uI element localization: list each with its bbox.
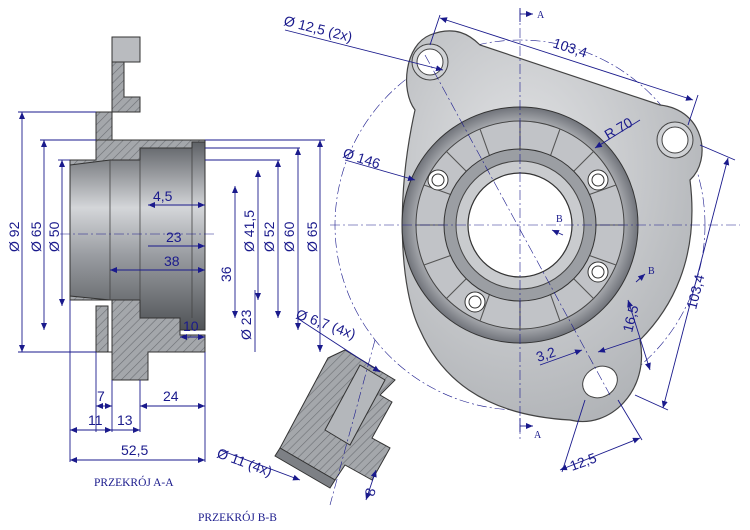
dim-len-13: 13 [117,412,133,428]
section-aa-flange-top [111,36,141,63]
dim-len-4-5: 4,5 [153,188,173,204]
dim-group-left-diameters [18,111,96,353]
leader-d146 [344,159,416,181]
dim-line-12-5 [559,437,641,471]
small-holes [427,169,609,313]
section-aa-bore-step [109,148,193,318]
section-bb-label: PRZEKRÓJ B-B [198,510,277,524]
leader-d12-5 [284,29,444,72]
dim-dia-41-5: Ø 41,5 [241,210,257,252]
dim-line-103-4-top [439,17,694,101]
dim-len-103-4-top: 103,4 [551,35,589,61]
dim-len-16-5: 16,5 [619,303,641,334]
ext-top-2 [687,94,699,126]
dim-dia-23: Ø 23 [238,309,254,340]
ext-right-1 [699,144,736,161]
dim-len-23: 23 [166,229,182,245]
dim-group-inner-lengths [110,202,205,340]
mounting-slot-bottom [582,365,618,399]
dim-len-10: 10 [183,318,199,334]
cut-a-bottom-label: A [534,430,542,441]
leader-d11 [219,449,301,481]
cut-b-left-label: B [556,214,563,225]
leader-r70 [594,119,641,149]
dim-line-3-2b [597,337,641,353]
section-bb-face [274,447,336,489]
dim-dia-52: Ø 52 [261,221,277,252]
dim-line-16-5 [627,299,651,371]
dim-line-8 [365,469,377,501]
dim-len-3-2: 3,2 [534,344,558,365]
dim-group-bottom-lengths [69,300,206,463]
dim-len-103-4-right: 103,4 [683,273,707,311]
dim-dia-65-left: Ø 65 [28,221,44,252]
cut-b-right-arrow [635,273,646,283]
cut-b-left-arrow [551,229,564,236]
ext-top-1 [429,14,441,46]
section-bb-centerline [329,339,376,506]
dim-line-3-2 [539,349,583,366]
dim-dia-50: Ø 50 [46,221,62,252]
section-aa-label: PRZEKRÓJ A-A [94,475,174,489]
dim-dia-12-5-2x: Ø 12,5 (2x) [282,12,354,44]
section-aa: Ø 92 Ø 65 Ø 50 Ø 41,5 Ø 52 Ø 60 Ø 65 36 … [6,36,325,489]
mounting-hole-right-bore [661,126,689,154]
dim-len-52-5: 52,5 [121,442,148,458]
dim-dia-11-4x: Ø 11 (4x) [215,445,274,480]
dim-dia-92: Ø 92 [6,221,22,252]
dim-len-36: 36 [218,266,234,282]
cut-b-right-label: B [648,266,655,277]
dim-len-11: 11 [88,412,103,428]
cut-a-top-label: A [537,10,545,21]
ext-12-5-a [561,399,586,473]
dim-dia-65-right: Ø 65 [304,221,320,252]
dim-dia-146: Ø 146 [341,145,382,172]
ext-12-5-b [617,399,643,441]
section-bb-bore [324,364,386,446]
mounting-hole-top-bore [416,48,444,76]
dim-group-right-diameters [205,139,325,352]
dim-len-7: 7 [97,388,105,404]
section-aa-bore [69,141,206,331]
section-bb: Ø 6,7 (4x) Ø 11 (4x) 8 PRZEKRÓJ B-B [198,306,396,524]
front-centerline-diag [424,54,611,396]
dim-len-8: 8 [361,486,378,498]
dim-len-38: 38 [164,253,180,269]
dim-dia-60: Ø 60 [281,221,297,252]
leader-d6-7 [296,317,381,373]
dim-line-103-4-right [661,157,730,409]
dim-len-24: 24 [163,388,179,404]
dim-len-12-5: 12,5 [568,449,599,473]
